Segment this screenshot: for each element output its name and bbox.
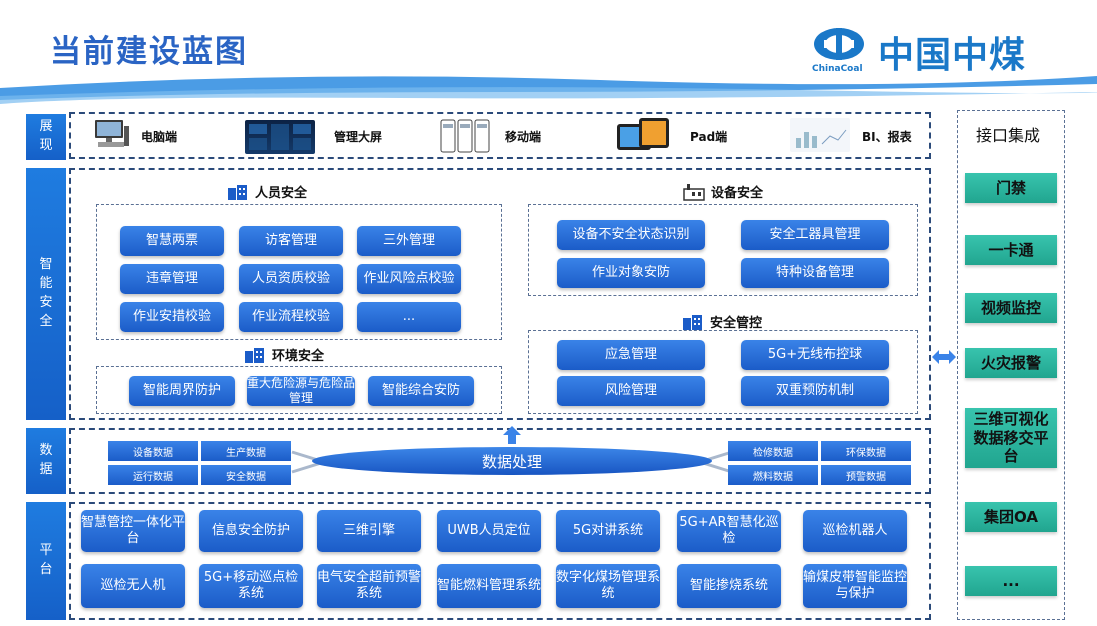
control-header: 安全管控: [682, 312, 762, 331]
platform-item[interactable]: 智能掺烧系统: [677, 564, 781, 608]
building-icon: [228, 184, 247, 200]
data-source-box: 燃料数据: [728, 465, 818, 485]
data-source-box: 安全数据: [201, 465, 291, 485]
equipment-item[interactable]: 设备不安全状态识别: [557, 220, 705, 250]
platform-item[interactable]: UWB人员定位: [437, 510, 541, 552]
personnel-item[interactable]: ...: [357, 302, 461, 332]
data-source-box: 检修数据: [728, 441, 818, 461]
personnel-item[interactable]: 人员资质校验: [239, 264, 343, 294]
display-item-pc: 电脑端: [141, 130, 178, 144]
platform-item[interactable]: 巡检无人机: [81, 564, 185, 608]
data-layer: [69, 428, 931, 494]
data-source-box: 设备数据: [108, 441, 198, 461]
personnel-item[interactable]: 访客管理: [239, 226, 343, 256]
control-item[interactable]: 5G+无线布控球: [741, 340, 889, 370]
data-source-box: 预警数据: [821, 465, 911, 485]
data-source-box: 运行数据: [108, 465, 198, 485]
integration-item[interactable]: 门禁: [965, 173, 1057, 203]
environment-group: [96, 366, 502, 414]
platform-item[interactable]: 智能燃料管理系统: [437, 564, 541, 608]
display-item-big-screen: 管理大屏: [334, 130, 383, 144]
data-source-box: 生产数据: [201, 441, 291, 461]
control-item[interactable]: 双重预防机制: [741, 376, 889, 406]
personnel-item[interactable]: 三外管理: [357, 226, 461, 256]
personnel-item[interactable]: 违章管理: [120, 264, 224, 294]
equipment-item[interactable]: 特种设备管理: [741, 258, 889, 288]
data-processing-node: 数据处理: [312, 447, 712, 475]
personnel-header: 人员安全: [227, 182, 307, 201]
logo-name: 中国中煤: [878, 35, 1027, 76]
equipment-group: [528, 204, 918, 296]
platform-item[interactable]: 5G+移动巡点检系统: [199, 564, 303, 608]
control-item[interactable]: 风险管理: [557, 376, 705, 406]
platform-item[interactable]: 电气安全超前预警系统: [317, 564, 421, 608]
display-item-mobile: 移动端: [505, 130, 542, 144]
double-arrow-icon: [932, 350, 956, 364]
integration-item[interactable]: 集团OA: [965, 502, 1057, 532]
platform-item[interactable]: 智慧管控一体化平台: [81, 510, 185, 552]
platform-item[interactable]: 巡检机器人: [803, 510, 907, 552]
logo-english: ChinaCoal: [812, 64, 863, 74]
equipment-item[interactable]: 作业对象安防: [557, 258, 705, 288]
personnel-item[interactable]: 作业流程校验: [239, 302, 343, 332]
equipment-header: 设备安全: [683, 182, 763, 201]
data-source-box: 环保数据: [821, 441, 911, 461]
platform-item[interactable]: 5G对讲系统: [556, 510, 660, 552]
display-item-bi: BI、报表: [862, 130, 912, 144]
environment-header: 环境安全: [244, 345, 324, 364]
building-icon: [683, 314, 702, 330]
personnel-item[interactable]: 作业安措校验: [120, 302, 224, 332]
up-arrow-icon: [503, 426, 521, 444]
platform-item[interactable]: 输煤皮带智能监控与保护: [803, 564, 907, 608]
bi-report-thumbnail: [790, 118, 850, 152]
integration-title: 接口集成: [976, 126, 1041, 145]
chinacoal-logo-icon: [814, 28, 864, 60]
page-title: 当前建设蓝图: [50, 34, 248, 70]
platform-layer: [69, 502, 931, 620]
personnel-item[interactable]: 智慧两票: [120, 226, 224, 256]
platform-item[interactable]: 数字化煤场管理系统: [556, 564, 660, 608]
personnel-item[interactable]: 作业风险点校验: [357, 264, 461, 294]
integration-item[interactable]: 三维可视化数据移交平台: [965, 408, 1057, 468]
environment-item[interactable]: 智能综合安防: [368, 376, 474, 406]
smart-security-layer: [69, 168, 931, 420]
equipment-item[interactable]: 安全工器具管理: [741, 220, 889, 250]
platform-item[interactable]: 5G+AR智慧化巡检: [677, 510, 781, 552]
building-icon: [245, 347, 264, 363]
personnel-group: [96, 204, 502, 340]
mobile-phones-icon: [440, 118, 490, 154]
integration-item[interactable]: 一卡通: [965, 235, 1057, 265]
header-swoosh: [0, 76, 1097, 104]
integration-column: [957, 110, 1065, 620]
platform-item[interactable]: 三维引擎: [317, 510, 421, 552]
sidebar-platform: 平台: [26, 502, 66, 620]
sidebar-display: 展现: [26, 114, 66, 160]
integration-item[interactable]: 火灾报警: [965, 348, 1057, 378]
environment-item[interactable]: 智能周界防护: [129, 376, 235, 406]
display-item-pad: Pad端: [690, 130, 728, 144]
environment-item[interactable]: 重大危险源与危险品管理: [247, 376, 356, 406]
sidebar-smart-security: 智能安全: [26, 168, 66, 420]
control-group: [528, 330, 918, 414]
computer-icon: [92, 118, 130, 150]
platform-item[interactable]: 信息安全防护: [199, 510, 303, 552]
control-item[interactable]: 应急管理: [557, 340, 705, 370]
pad-icon: [615, 116, 671, 154]
big-screen-thumbnail: [245, 120, 315, 154]
sidebar-data: 数据: [26, 428, 66, 494]
integration-item[interactable]: 视频监控: [965, 293, 1057, 323]
display-layer: [69, 112, 931, 159]
integration-item[interactable]: ...: [965, 566, 1057, 596]
factory-icon: [683, 183, 705, 201]
